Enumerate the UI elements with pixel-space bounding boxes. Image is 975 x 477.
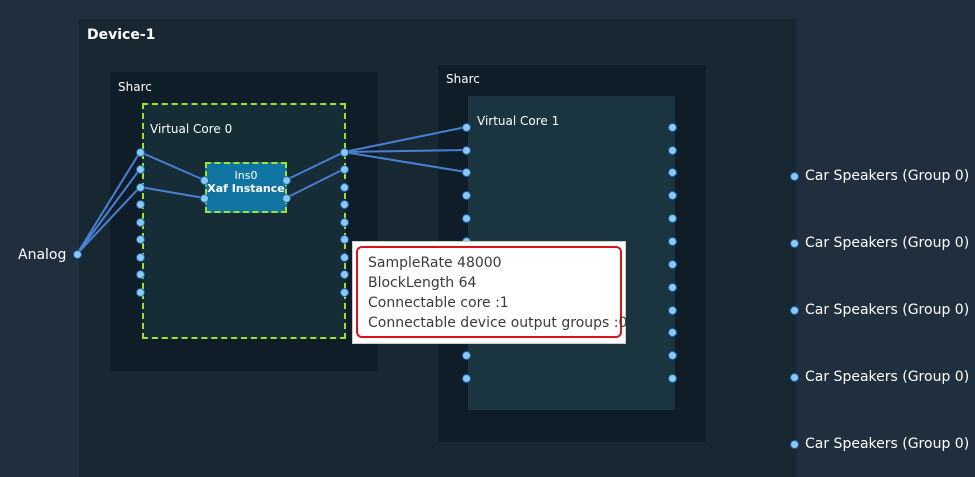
core1-input-port[interactable] xyxy=(462,146,471,155)
tooltip-sample-rate: SampleRate 48000 xyxy=(368,255,502,271)
speaker-port[interactable] xyxy=(790,239,799,248)
core1-output-port[interactable] xyxy=(668,214,677,223)
speaker-label: Car Speakers (Group 0) xyxy=(805,168,970,184)
core0-output-port[interactable] xyxy=(340,218,349,227)
speaker-label: Car Speakers (Group 0) xyxy=(805,369,970,385)
speaker-label: Car Speakers (Group 0) xyxy=(805,302,970,318)
sharc-label-right: Sharc xyxy=(446,72,480,86)
core1-input-port[interactable] xyxy=(462,214,471,223)
core1-output-port[interactable] xyxy=(668,146,677,155)
core1-output-port[interactable] xyxy=(668,328,677,337)
core0-input-port[interactable] xyxy=(136,288,145,297)
core1-input-port[interactable] xyxy=(462,168,471,177)
core-info-tooltip: SampleRate 48000 BlockLength 64 Connecta… xyxy=(352,241,628,344)
core1-output-port[interactable] xyxy=(668,123,677,132)
core1-input-port[interactable] xyxy=(462,374,471,383)
tooltip-connectable-groups: Connectable device output groups :0 xyxy=(368,315,628,331)
core0-input-port[interactable] xyxy=(136,165,145,174)
core1-output-port[interactable] xyxy=(668,237,677,246)
core0-input-port[interactable] xyxy=(136,200,145,209)
core1-output-port[interactable] xyxy=(668,168,677,177)
core0-input-port[interactable] xyxy=(136,270,145,279)
core1-output-port[interactable] xyxy=(668,374,677,383)
tooltip-connectable-core: Connectable core :1 xyxy=(368,295,509,311)
core1-output-port[interactable] xyxy=(668,283,677,292)
instance-name: Ins0 xyxy=(234,169,258,182)
instance-input-port[interactable] xyxy=(200,176,209,185)
speaker-label: Car Speakers (Group 0) xyxy=(805,436,970,452)
core0-output-port[interactable] xyxy=(340,200,349,209)
device-title: Device-1 xyxy=(87,27,156,43)
core0-input-port[interactable] xyxy=(136,235,145,244)
core0-output-port[interactable] xyxy=(340,270,349,279)
virtual-core-1-label: Virtual Core 1 xyxy=(477,114,560,128)
instance-output-port[interactable] xyxy=(282,194,291,203)
core0-output-port[interactable] xyxy=(340,288,349,297)
speaker-port[interactable] xyxy=(790,373,799,382)
core0-output-port[interactable] xyxy=(340,183,349,192)
core1-output-port[interactable] xyxy=(668,191,677,200)
analog-input-label: Analog xyxy=(18,247,67,263)
sharc-label-left: Sharc xyxy=(118,80,152,94)
speaker-port[interactable] xyxy=(790,306,799,315)
tooltip-highlight: SampleRate 48000 BlockLength 64 Connecta… xyxy=(356,246,628,338)
core1-output-port[interactable] xyxy=(668,306,677,315)
virtual-core-0-label: Virtual Core 0 xyxy=(150,122,233,136)
instance-input-port[interactable] xyxy=(200,194,209,203)
xaf-instance-node[interactable]: Ins0 Xaf Instance xyxy=(205,162,287,213)
core0-output-port[interactable] xyxy=(340,148,349,157)
speaker-port[interactable] xyxy=(790,172,799,181)
core1-input-port[interactable] xyxy=(462,351,471,360)
core0-output-port[interactable] xyxy=(340,165,349,174)
core0-input-port[interactable] xyxy=(136,148,145,157)
core0-input-port[interactable] xyxy=(136,218,145,227)
core1-input-port[interactable] xyxy=(462,191,471,200)
core0-output-port[interactable] xyxy=(340,235,349,244)
speaker-port[interactable] xyxy=(790,440,799,449)
instance-type: Xaf Instance xyxy=(207,182,285,195)
tooltip-block-length: BlockLength 64 xyxy=(368,275,477,291)
core0-output-port[interactable] xyxy=(340,253,349,262)
core0-input-port[interactable] xyxy=(136,253,145,262)
core0-input-port[interactable] xyxy=(136,183,145,192)
core1-input-port[interactable] xyxy=(462,123,471,132)
speaker-label: Car Speakers (Group 0) xyxy=(805,235,970,251)
core1-output-port[interactable] xyxy=(668,351,677,360)
analog-port[interactable] xyxy=(73,250,82,259)
instance-output-port[interactable] xyxy=(282,176,291,185)
core1-output-port[interactable] xyxy=(668,260,677,269)
